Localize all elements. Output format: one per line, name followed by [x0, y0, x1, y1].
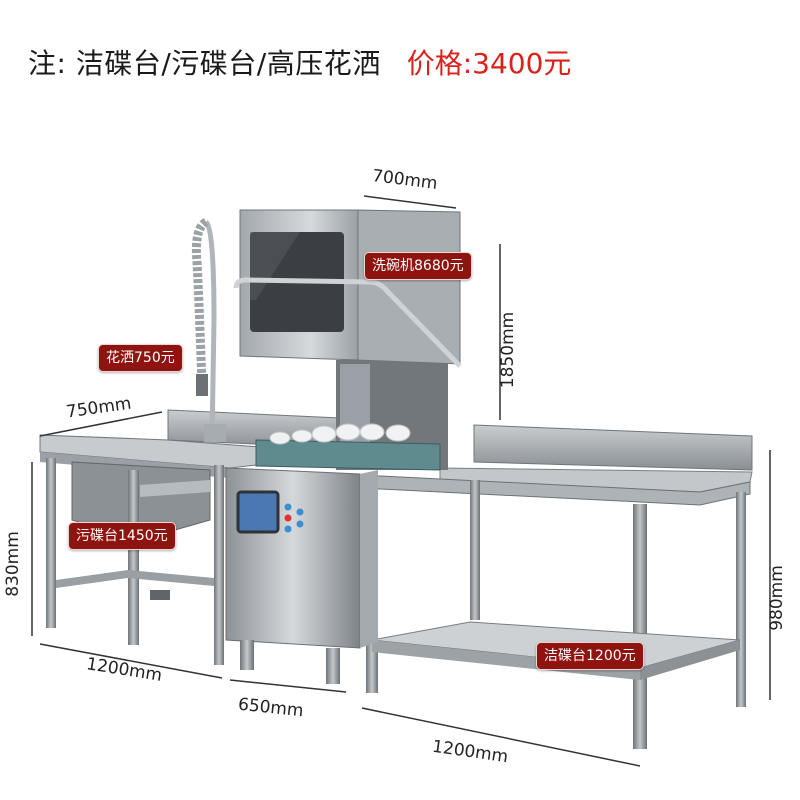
sprayer [191, 217, 226, 442]
dishwasher [225, 209, 462, 684]
dim-dirty-height: 830mm [2, 531, 23, 597]
price-tag-clean-table: 洁碟台1200元 [536, 642, 644, 670]
header: 注: 洁碟台/污碟台/高压花洒 价格:3400元 [28, 42, 571, 82]
price-tag-dishwasher: 洗碗机8680元 [364, 252, 472, 280]
price-tag-sprayer: 花洒750元 [98, 344, 183, 372]
set-price: 价格:3400元 [406, 47, 572, 80]
dim-clean-height: 980mm [766, 565, 787, 631]
note-text: 注: 洁碟台/污碟台/高压花洒 [28, 47, 381, 80]
dim-dishwasher-height: 1850mm [498, 311, 519, 389]
price-tag-dirty-table: 污碟台1450元 [68, 522, 176, 550]
dimension-lines [31, 195, 771, 767]
clean-table [359, 424, 753, 749]
